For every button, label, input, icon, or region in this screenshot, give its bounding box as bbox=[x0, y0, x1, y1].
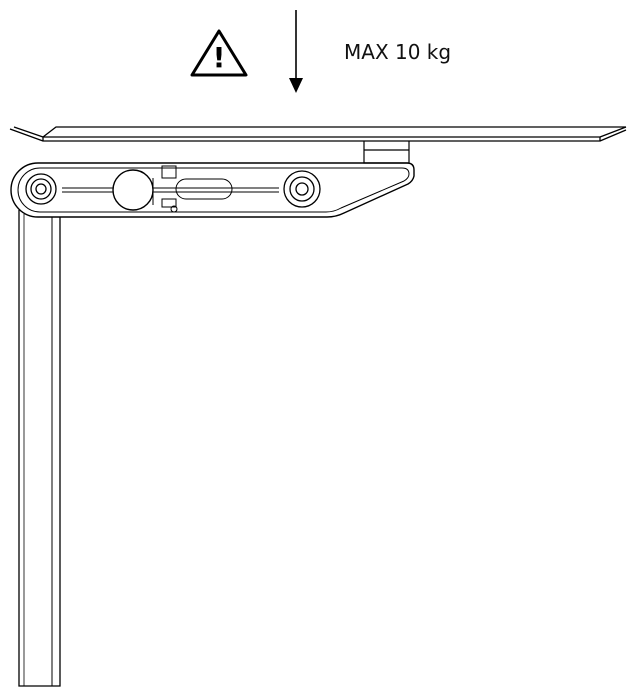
warning-triangle-icon: ! bbox=[190, 29, 248, 77]
left-roller bbox=[25, 173, 57, 205]
bracket-arm bbox=[10, 162, 415, 218]
adjust-knob bbox=[112, 169, 154, 211]
max-load-label: MAX 10 kg bbox=[344, 40, 451, 64]
shelf-tray bbox=[9, 126, 627, 142]
support-post bbox=[18, 210, 61, 687]
right-roller bbox=[283, 170, 321, 208]
mounting-block bbox=[363, 141, 410, 164]
warning-exclamation: ! bbox=[213, 41, 226, 74]
slide-rail bbox=[62, 165, 279, 213]
load-arrow-icon bbox=[289, 10, 303, 93]
